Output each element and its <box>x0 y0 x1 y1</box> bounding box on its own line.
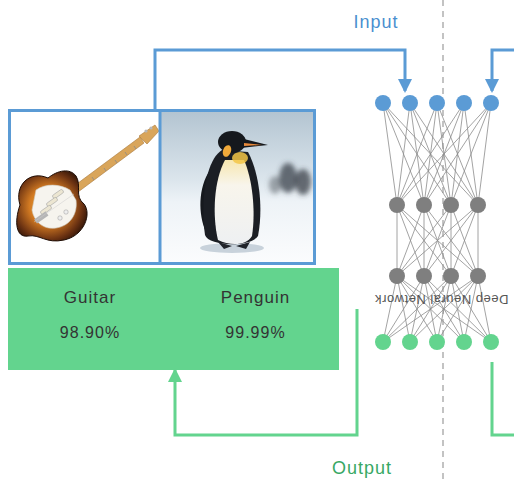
guitar-pickguard <box>32 185 76 228</box>
penguin-body <box>203 150 260 244</box>
guitar-pickup <box>52 189 64 199</box>
guitar-strings <box>34 194 74 222</box>
image-panel <box>10 111 315 264</box>
input-arrow <box>155 50 405 109</box>
divider-line <box>442 0 444 484</box>
penguin-neck-patch <box>232 152 248 164</box>
network-graph <box>375 95 499 350</box>
image-divider <box>159 110 162 264</box>
penguin-image <box>161 111 314 263</box>
network-links <box>397 205 478 276</box>
penguin-belly <box>215 160 254 244</box>
class-label: Guitar <box>8 286 172 310</box>
guitar-knob <box>58 216 62 220</box>
guitar-frets <box>92 146 136 180</box>
output-label: Output <box>332 458 392 479</box>
confidence-value: 99.99% <box>172 321 339 345</box>
output-neurons <box>375 334 499 350</box>
penguin-ear-patch <box>221 144 233 158</box>
guitar-body <box>17 171 87 241</box>
guitar-headstock <box>139 125 159 144</box>
confidence-value: 98.90% <box>8 321 172 345</box>
class-label: Penguin <box>172 286 339 310</box>
network-label: Deep Neural Network <box>374 292 508 307</box>
hidden-neurons <box>389 197 486 284</box>
background-penguins <box>269 163 311 195</box>
network-group: Deep Neural Network <box>284 139 514 309</box>
penguin-beak-stripe <box>244 143 262 146</box>
input-label: Input <box>353 12 398 33</box>
snow-background <box>161 111 314 263</box>
input-neurons <box>375 95 499 111</box>
result-band: Guitar 98.90%Penguin 99.99% <box>8 268 339 370</box>
penguin-feet <box>218 242 250 249</box>
output-line <box>492 362 514 435</box>
image-ground <box>10 111 158 263</box>
guitar-knob <box>64 210 68 214</box>
guitar-tuner <box>149 126 152 129</box>
input-arrow <box>492 50 514 91</box>
guitar-tuner <box>144 129 147 132</box>
guitar-image <box>10 111 159 263</box>
guitar-neck <box>70 137 144 195</box>
guitar-pickup <box>46 197 58 207</box>
penguin-beak <box>240 138 268 148</box>
network-links <box>383 103 491 205</box>
penguin-shadow <box>200 243 264 253</box>
network-links <box>383 276 491 342</box>
